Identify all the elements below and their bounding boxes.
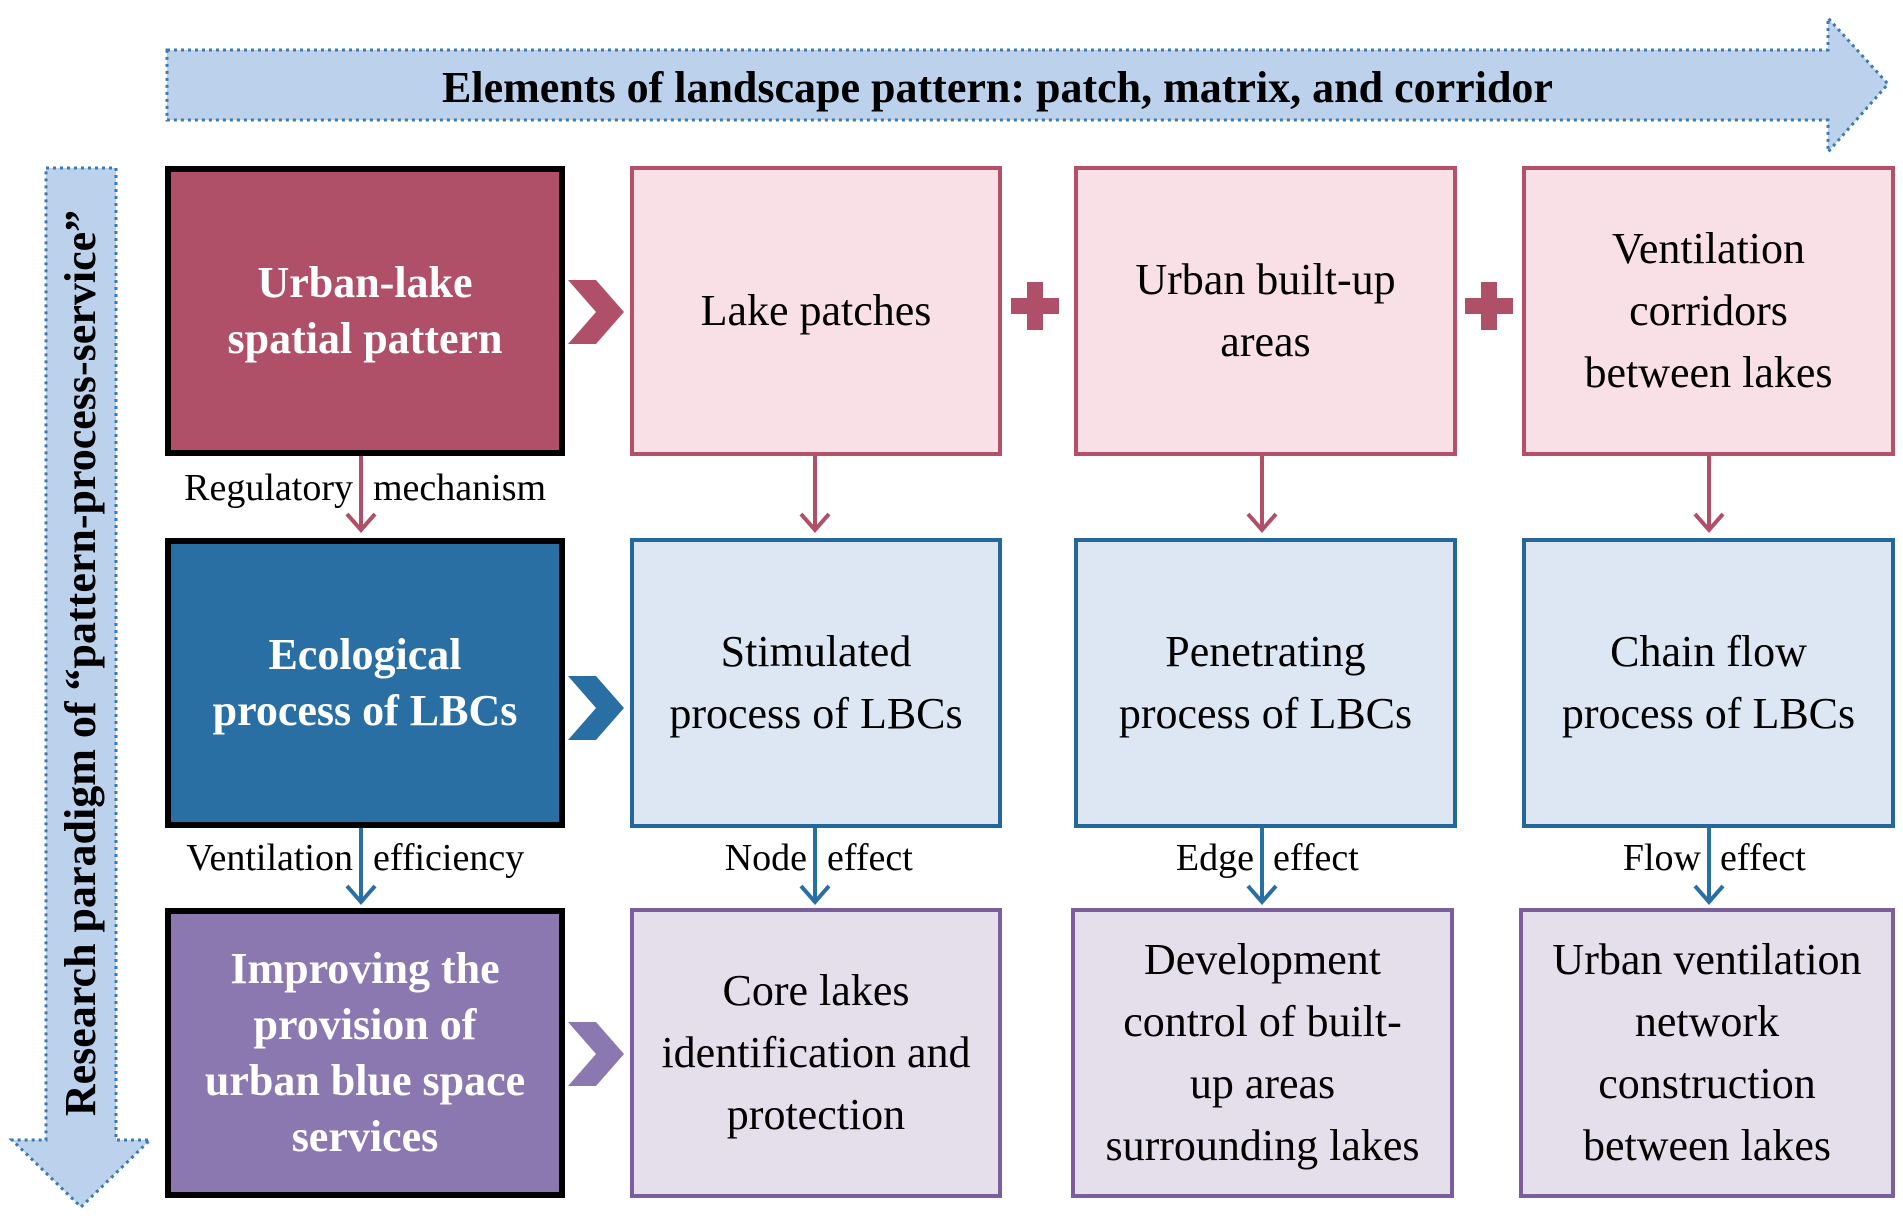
header-arrow-label: Elements of landscape pattern: patch, ma… [442,63,1553,112]
chevron-row3 [568,1022,624,1086]
chevron-row1 [568,280,624,344]
arrow-down-blue-col3 [1693,826,1725,906]
connector-label-regulatory: Regulatory [184,467,353,509]
lead-box-pattern: Urban-lake spatial pattern [165,166,565,456]
connector-label-edge-effect: effect [1273,837,1359,879]
cell-penetrating-process: Penetrating process of LBCs [1074,538,1457,828]
arrow-down-blue-col2 [1246,826,1278,906]
side-block-arrow [8,166,154,1210]
connector-label-mechanism: mechanism [373,467,547,509]
connector-label-node: Node [724,837,807,879]
lead-label-service: Improving the provision of urban blue sp… [204,944,526,1161]
arrow-down-pink-lead [345,452,377,534]
chevron-row2 [568,676,624,740]
arrow-down-blue-lead [345,824,377,906]
cell-development-control: Development control of built- up areas s… [1071,908,1454,1198]
arrow-down-pink-col2 [1246,454,1278,534]
connector-label-node-effect: effect [827,837,913,879]
connector-label-edge: Edge [1175,837,1254,879]
cell-label: Stimulated process of LBCs [669,627,963,738]
cell-label: Development control of built- up areas s… [1105,935,1420,1170]
cell-label: Core lakes identification and protection [661,966,971,1139]
lead-box-process: Ecological process of LBCs [165,538,565,828]
cell-label: Chain flow process of LBCs [1561,627,1856,738]
lead-label-pattern: Urban-lake spatial pattern [227,258,503,363]
cell-core-lakes: Core lakes identification and protection [630,908,1002,1198]
connector-label-ventilation: Ventilation [186,837,353,879]
connector-label-flow-effect: effect [1720,837,1806,879]
cell-label: Penetrating process of LBCs [1118,627,1413,738]
cell-label: Urban built-up areas [1135,255,1396,366]
cell-chain-flow-process: Chain flow process of LBCs [1522,538,1895,828]
lead-box-service: Improving the provision of urban blue sp… [165,908,565,1198]
arrow-down-pink-col1 [799,454,831,534]
plus-icon-1 [1011,282,1059,330]
cell-stimulated-process: Stimulated process of LBCs [630,538,1002,828]
side-arrow-label: Research paradigm of “pattern-process-se… [56,209,105,1117]
cell-ventilation-network: Urban ventilation network construction b… [1519,908,1895,1198]
cell-ventilation-corridors: Ventilation corridors between lakes [1522,166,1895,456]
plus-icon-2 [1465,282,1513,330]
header-block-arrow [165,14,1891,156]
lead-label-process: Ecological process of LBCs [212,630,518,735]
arrow-down-pink-col3 [1693,454,1725,534]
connector-label-efficiency: efficiency [373,837,525,879]
cell-label: Urban ventilation network construction b… [1552,935,1862,1170]
cell-lake-patches: Lake patches [630,166,1002,456]
arrow-down-blue-col1 [799,826,831,906]
connector-label-flow: Flow [1622,837,1701,879]
cell-urban-built-up-areas: Urban built-up areas [1074,166,1457,456]
cell-label: Ventilation corridors between lakes [1584,224,1833,397]
cell-label: Lake patches [700,286,932,335]
